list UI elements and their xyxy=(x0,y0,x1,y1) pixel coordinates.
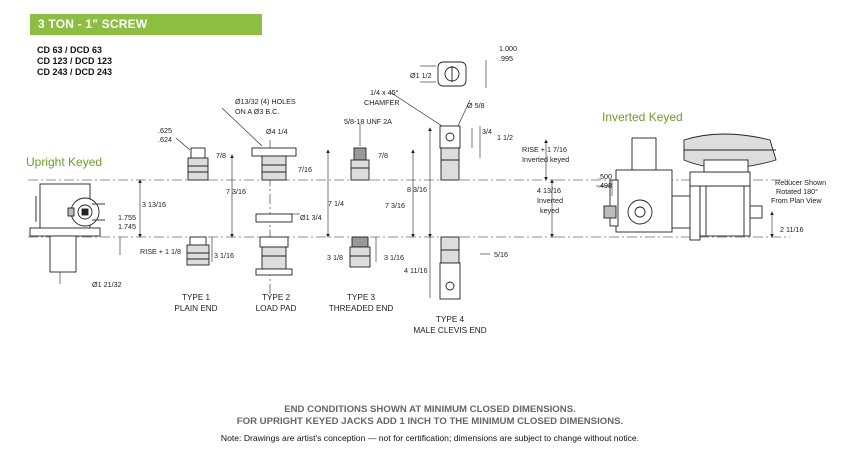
type-caption: TYPE 1 xyxy=(182,293,211,302)
type4-male-clevis xyxy=(437,61,467,300)
model-item: CD 243 / DCD 243 xyxy=(37,67,113,77)
dim-label: 7/16 xyxy=(298,165,312,174)
type2-load-pad xyxy=(251,147,297,276)
dim-label: 3 13/16 xyxy=(142,200,166,209)
upright-keyed-label: Upright Keyed xyxy=(26,155,103,169)
title-banner: 3 TON - 1" SCREW xyxy=(30,14,262,35)
notes-line-2: FOR UPRIGHT KEYED JACKS ADD 1 INCH TO TH… xyxy=(236,416,624,427)
type-caption: TYPE 4 xyxy=(436,315,465,324)
dim-label: 3 1/16 xyxy=(384,253,404,262)
dim-label: RISE + 1 7/16 xyxy=(522,145,567,154)
type-caption: LOAD PAD xyxy=(256,304,297,313)
dim-label: 7 3/16 xyxy=(385,201,405,210)
inverted-keyed-label: Inverted Keyed xyxy=(602,110,683,124)
model-list: CD 63 / DCD 63 CD 123 / DCD 123 CD 243 /… xyxy=(37,45,112,78)
dim-label: From Plan View xyxy=(771,196,822,205)
model-item: CD 63 / DCD 63 xyxy=(37,45,103,55)
model-item: CD 123 / DCD 123 xyxy=(37,56,113,66)
type-caption: PLAIN END xyxy=(174,304,217,313)
notes-line-1: END CONDITIONS SHOWN AT MINIMUM CLOSED D… xyxy=(284,404,576,415)
dim-label: Reducer Shown xyxy=(775,178,826,187)
dim-label: .625 xyxy=(158,126,172,135)
dim-label: 3 1/8 xyxy=(327,253,343,262)
dim-label: Ø13/32 (4) HOLES xyxy=(235,97,296,106)
dim-label: Rotated 180° xyxy=(776,187,818,196)
dim-label: 1.755 xyxy=(118,213,136,222)
dim-label: Ø1 3/4 xyxy=(300,213,322,222)
dim-label: Ø4 1/4 xyxy=(266,127,288,136)
technical-drawing: 1.000 .995 Ø1 1/2 1/4 x 45° CHAMFER Ø 5/… xyxy=(28,44,826,335)
dim-label: 5/16 xyxy=(494,250,508,259)
dim-label: CHAMFER xyxy=(364,98,400,107)
type-caption: THREADED END xyxy=(329,304,394,313)
type-caption: TYPE 3 xyxy=(347,293,376,302)
type-captions: TYPE 1 PLAIN END TYPE 2 LOAD PAD TYPE 3 … xyxy=(174,293,486,335)
dimension-lines xyxy=(59,60,774,298)
dim-label: 7/8 xyxy=(378,151,388,160)
dim-label: 8 3/16 xyxy=(407,185,427,194)
dim-label: Inverted xyxy=(537,196,563,205)
title-text: 3 TON - 1" SCREW xyxy=(38,17,148,31)
dim-label: Inverted keyed xyxy=(522,155,569,164)
dim-label: 7 3/16 xyxy=(226,187,246,196)
dim-label: ON A Ø3 B.C. xyxy=(235,107,279,116)
dim-label: 7 1/4 xyxy=(328,199,344,208)
type-caption: MALE CLEVIS END xyxy=(413,326,486,335)
dim-label: Ø1 1/2 xyxy=(410,71,432,80)
dim-label: .995 xyxy=(499,54,513,63)
type1-plain-end xyxy=(186,147,210,266)
dim-label: .624 xyxy=(158,135,172,144)
dim-label: 1.745 xyxy=(118,222,136,231)
inverted-jack xyxy=(603,133,777,241)
dim-label: 2 11/16 xyxy=(780,225,803,234)
dim-label: 5/8-18 UNF 2A xyxy=(344,117,392,126)
dim-label: .500 xyxy=(598,172,612,181)
dim-label: 1.000 xyxy=(499,44,517,53)
dim-label: 7/8 xyxy=(216,151,226,160)
upright-jack xyxy=(29,183,105,273)
type-caption: TYPE 2 xyxy=(262,293,291,302)
dim-label: 1 1/2 xyxy=(497,133,513,142)
dim-label: Ø1 21/32 xyxy=(92,280,122,289)
dim-label: 4 13/16 xyxy=(537,186,561,195)
dim-label: 4 11/16 xyxy=(404,266,427,275)
type3-threaded-end xyxy=(349,147,371,268)
dim-label: .498 xyxy=(598,181,612,190)
dim-label: 1/4 x 45° xyxy=(370,88,399,97)
disclaimer-text: Note: Drawings are artist's conception —… xyxy=(220,433,640,443)
dim-label: 3 1/16 xyxy=(214,251,234,260)
dim-label: keyed xyxy=(540,206,559,215)
dim-label: RISE + 1 1/8 xyxy=(140,247,181,256)
dim-label: Ø 5/8 xyxy=(467,101,485,110)
dim-label: 3/4 xyxy=(482,127,492,136)
dimension-labels: 1.000 .995 Ø1 1/2 1/4 x 45° CHAMFER Ø 5/… xyxy=(92,44,826,289)
